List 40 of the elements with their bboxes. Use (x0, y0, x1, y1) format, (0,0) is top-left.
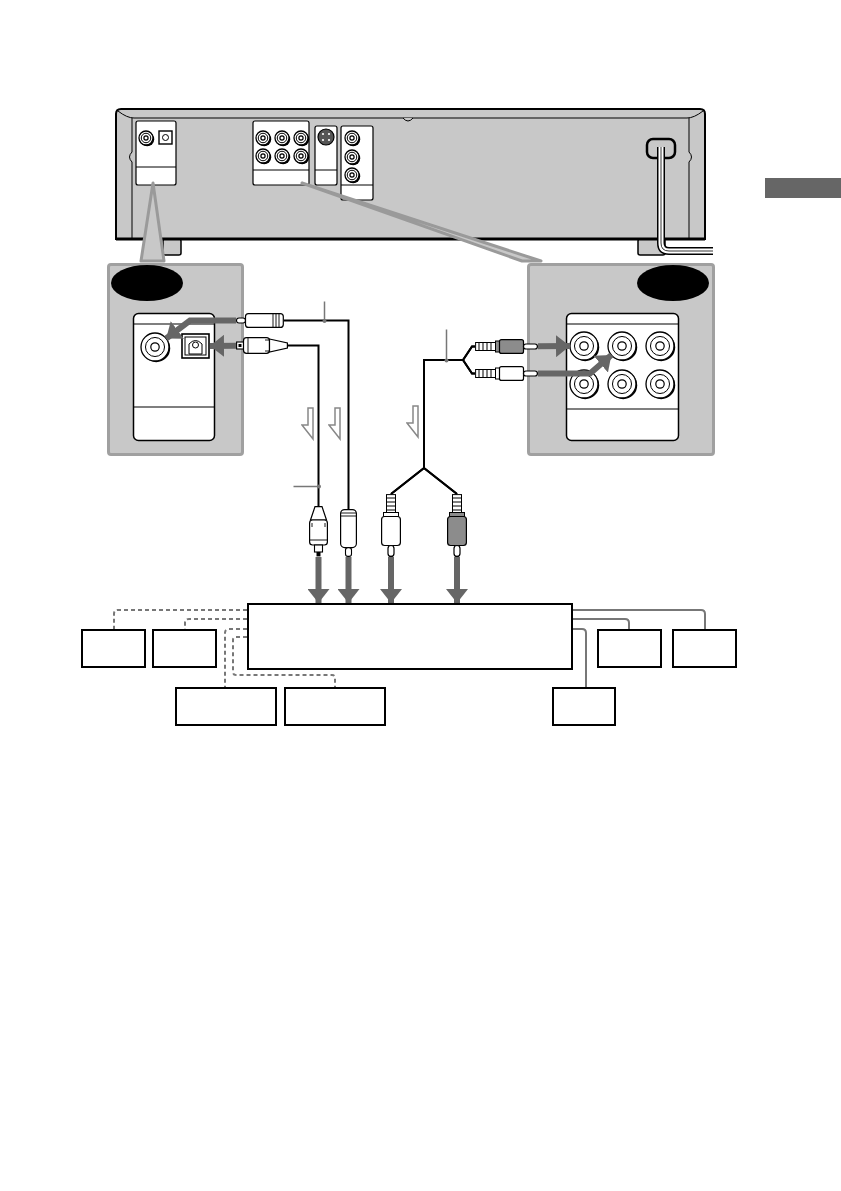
jack-icon (607, 369, 639, 401)
blank-box (152, 629, 217, 668)
jack-icon (569, 369, 601, 401)
arrow (380, 557, 402, 603)
arrow (538, 352, 614, 377)
plug-icon (236, 337, 288, 354)
blank-box (247, 603, 573, 670)
jack-icon (645, 369, 677, 401)
section-tab (765, 178, 841, 198)
blank-box (552, 687, 616, 726)
dashed-line (113, 609, 248, 630)
jack-icon (569, 331, 601, 363)
connection-line (572, 618, 630, 630)
arrow (337, 557, 360, 603)
plug-icon (340, 509, 357, 557)
plug-icon (447, 494, 467, 557)
arrow (164, 317, 236, 341)
blank-box (672, 629, 737, 668)
jack-icon (607, 331, 639, 363)
zoom-panel (527, 263, 715, 456)
zoom-panel (107, 263, 244, 456)
cable (283, 319, 350, 510)
arrow (446, 557, 468, 603)
blank-box (284, 687, 386, 726)
connection-line (572, 609, 706, 630)
jack-icon (140, 332, 172, 364)
blank-box (597, 629, 662, 668)
plug-icon (309, 506, 328, 557)
blank-box (175, 687, 277, 726)
dashed-line (224, 628, 248, 688)
blank-box (81, 629, 146, 668)
square-jack-icon (181, 333, 210, 359)
arrow (209, 334, 237, 357)
plug-icon (236, 313, 284, 328)
connection-line (572, 628, 587, 688)
arrow (307, 557, 330, 603)
plug-icon (381, 494, 401, 557)
arrow (537, 335, 571, 358)
cable (287, 344, 320, 507)
jack-icon (645, 331, 677, 363)
